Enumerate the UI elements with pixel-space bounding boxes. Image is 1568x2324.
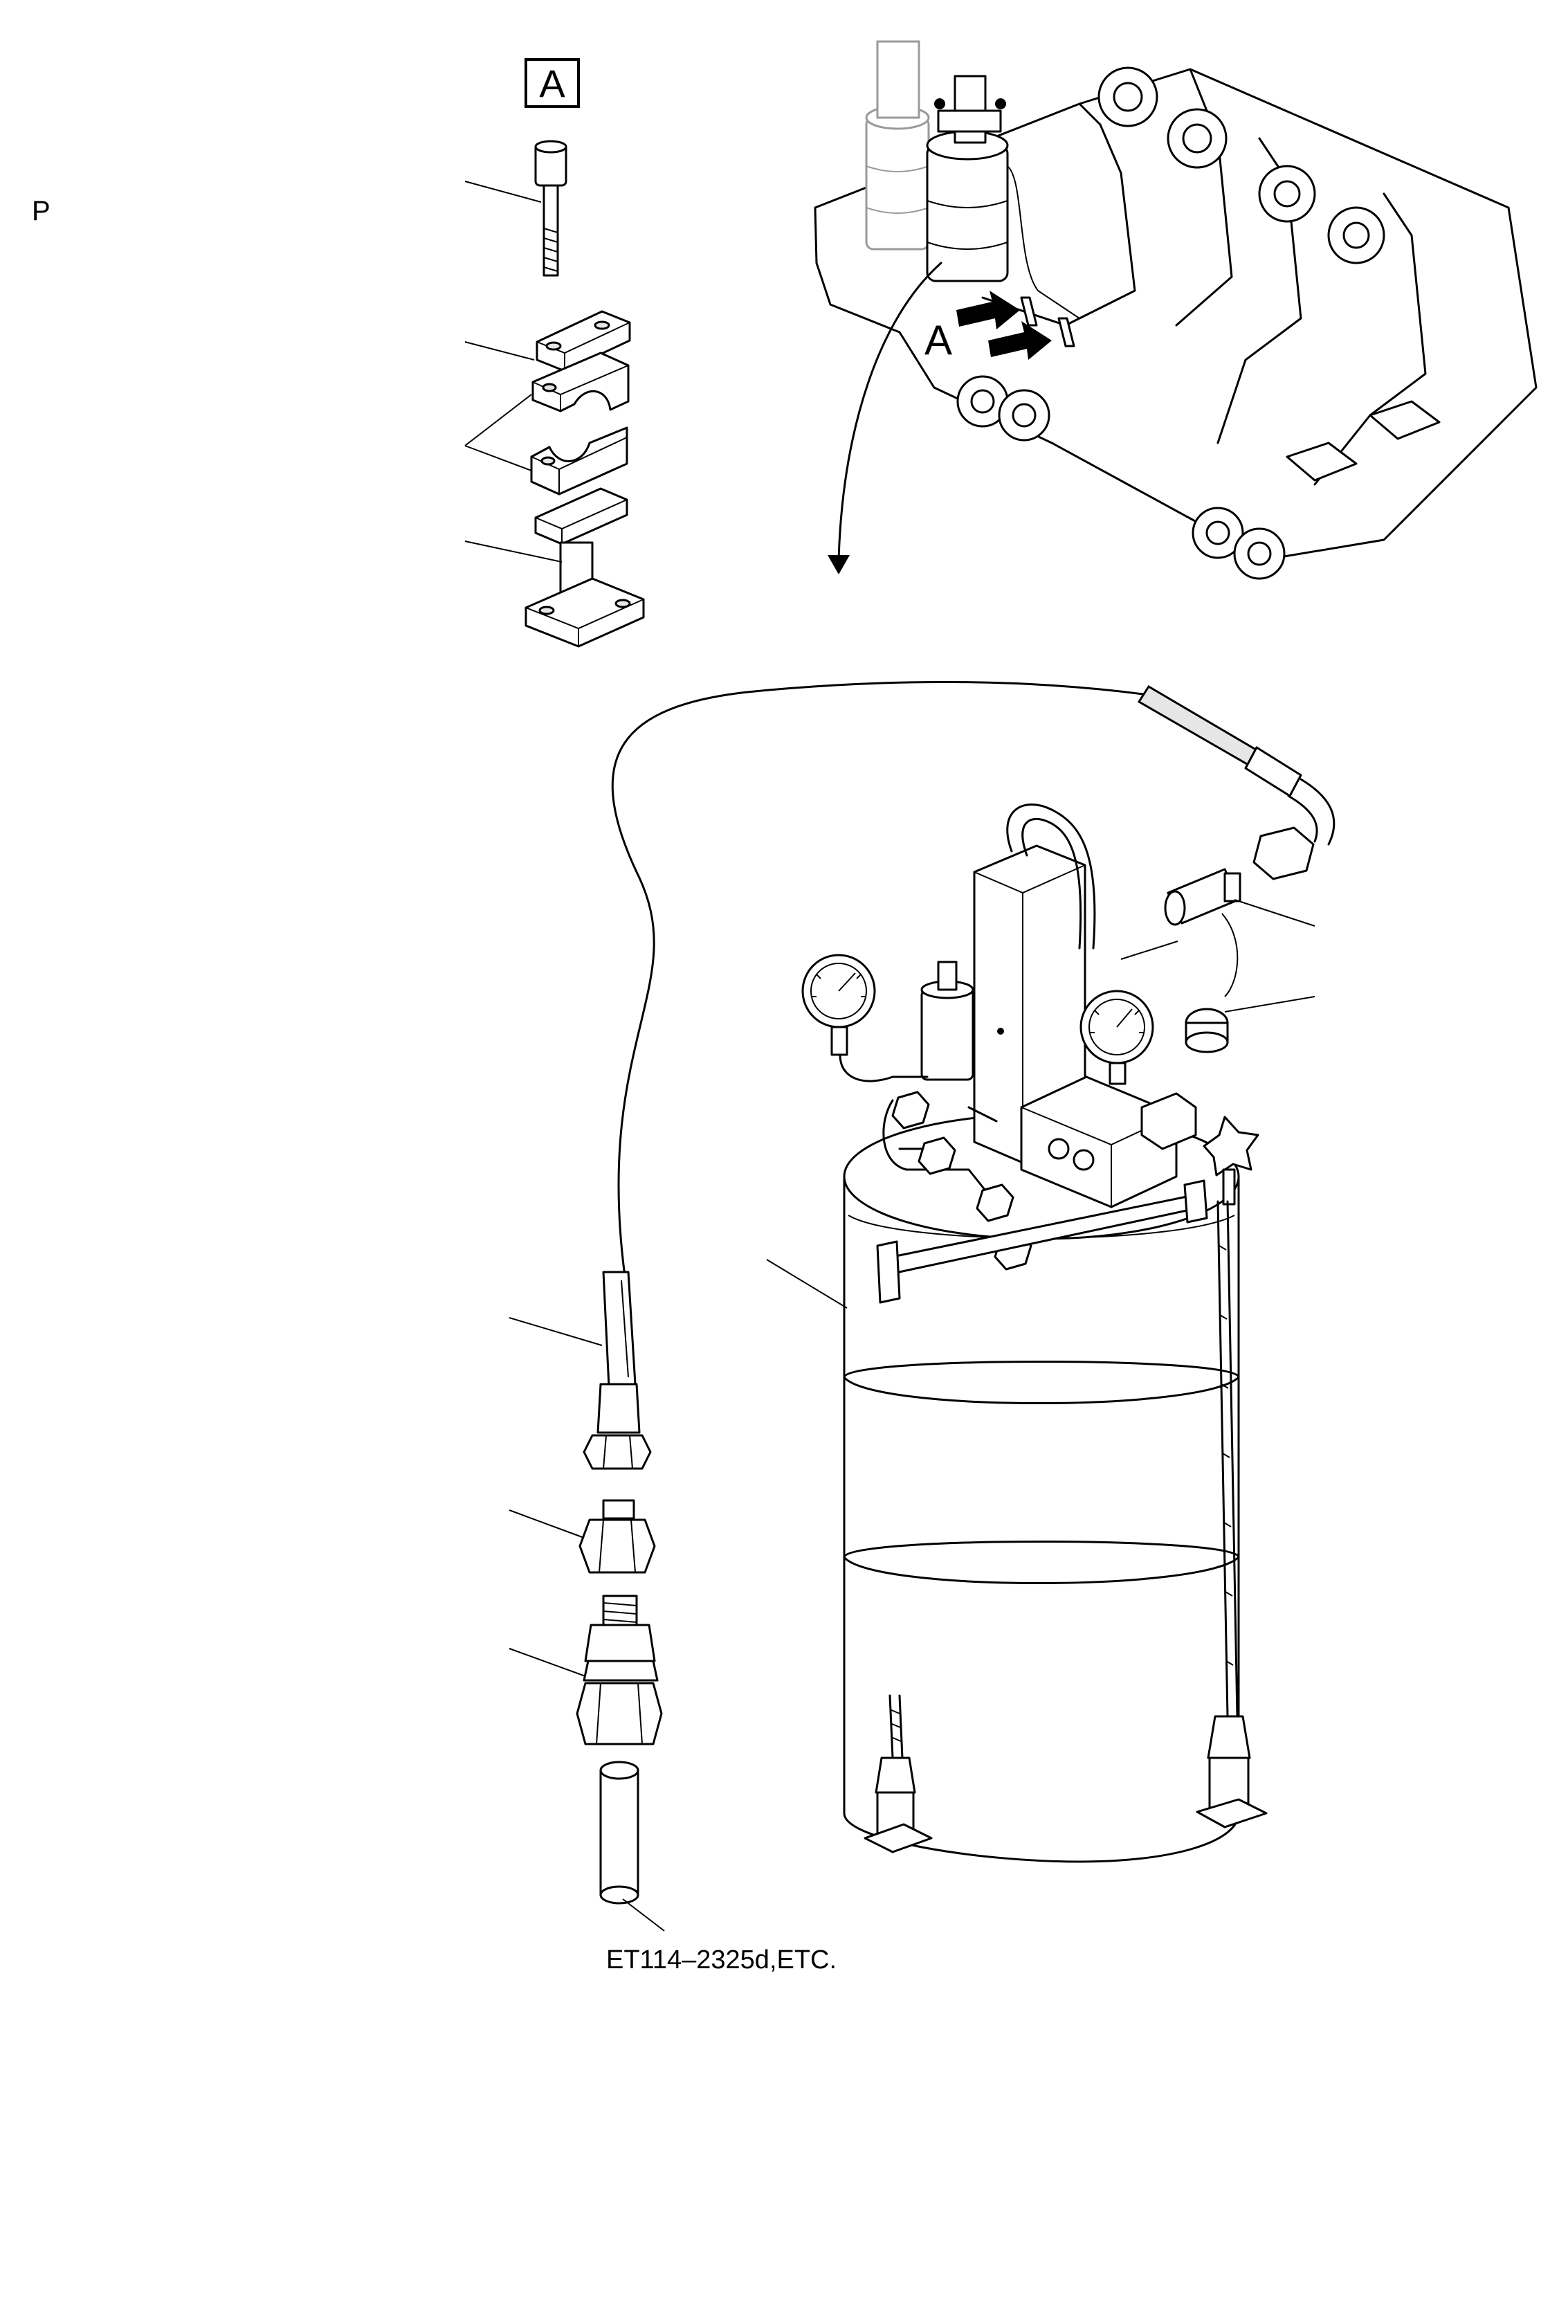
pressure-gauge-right xyxy=(1079,990,1154,1085)
arrow-down-icon xyxy=(828,555,850,574)
dust-cap-part xyxy=(1185,1008,1229,1053)
leader-line-coupler xyxy=(1234,899,1315,927)
clamp-half-upper xyxy=(531,352,630,412)
leader-line-hose xyxy=(509,1317,603,1346)
valve-block xyxy=(1020,1075,1197,1208)
detail-a-label: A xyxy=(539,62,565,105)
hose-end-fitting xyxy=(1137,684,1335,880)
air-motor-cylinder xyxy=(920,961,974,1081)
leader-line-weld-plate xyxy=(464,541,563,563)
hose-section-part xyxy=(602,1271,637,1388)
cover-plate-part xyxy=(536,310,631,372)
arrow-right-icon xyxy=(956,291,1052,360)
leader-line-pipe xyxy=(622,1898,665,1932)
leader-line-plate xyxy=(464,341,535,361)
leader-line-gauge xyxy=(1120,941,1178,960)
pipe-run xyxy=(882,1075,998,1206)
cap-screw-part xyxy=(534,140,567,277)
page-letter: P xyxy=(32,196,51,226)
hose-nut xyxy=(583,1434,652,1470)
machine-frame-overview: A xyxy=(814,40,1538,580)
hose-ferrule xyxy=(596,1383,641,1434)
leader-line-clamps xyxy=(464,394,532,471)
adapter-nut-part xyxy=(578,1499,656,1574)
clamp-half-lower xyxy=(530,426,628,496)
pipe-stub-part xyxy=(599,1761,639,1905)
figure-reference: ET114–2325d,ETC. xyxy=(606,1945,837,1975)
tie-rod-right xyxy=(1196,1200,1268,1828)
lubricator-drum-assembly xyxy=(611,680,1335,1863)
detail-a-label-box xyxy=(525,58,580,108)
hose-loop xyxy=(611,680,1150,1272)
detail-a-clamp-assembly: A xyxy=(464,58,645,648)
leader-line-reducer xyxy=(509,1648,586,1677)
lubricator-ghost xyxy=(865,40,930,251)
star-knob xyxy=(1203,1116,1259,1206)
quick-coupler-part xyxy=(1164,868,1241,926)
lubricator-on-frame xyxy=(926,75,1080,319)
weld-plate-part xyxy=(525,487,645,648)
leader-line-adapter xyxy=(509,1509,585,1538)
pressure-gauge-left xyxy=(801,954,894,1082)
hose-fitting-stack xyxy=(509,1271,665,1932)
reducer-fitting-part xyxy=(576,1595,663,1745)
callout-letter-a: A xyxy=(924,317,952,363)
tie-rod-left xyxy=(864,1694,933,1853)
leader-line-screw xyxy=(464,181,542,203)
leader-line-dust-cap xyxy=(1224,996,1315,1013)
leader-line-drum xyxy=(766,1259,848,1309)
boom-lug-pins xyxy=(956,66,1385,580)
flow-curve xyxy=(837,262,942,561)
